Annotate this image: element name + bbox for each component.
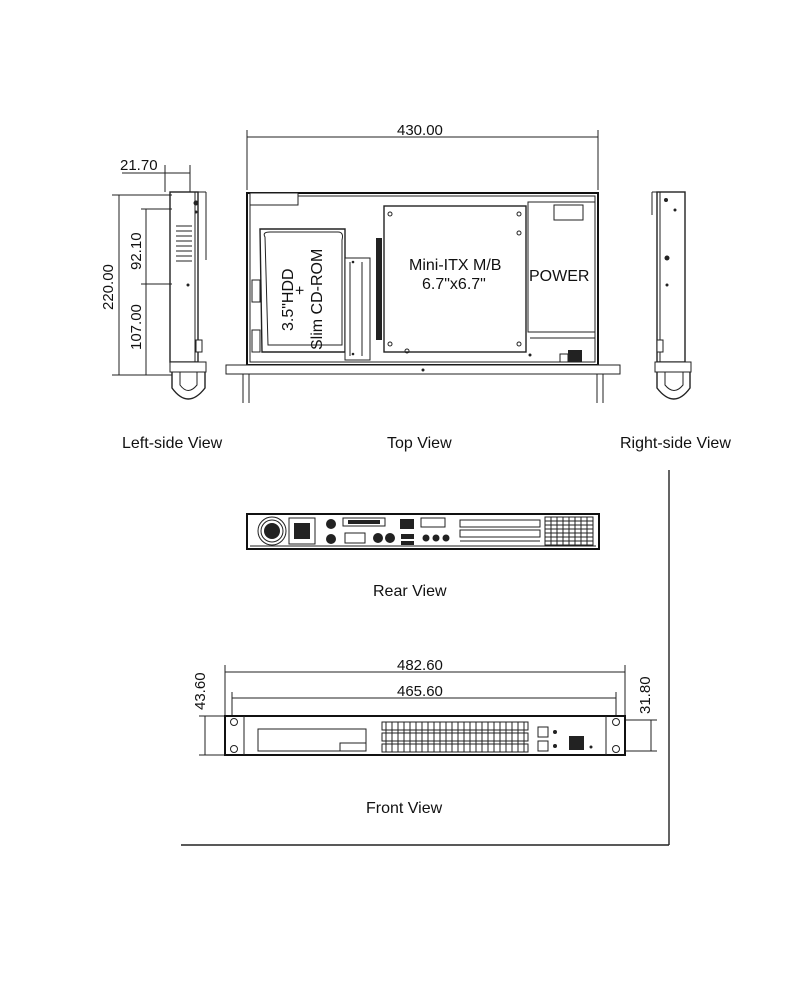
left-side-view: 21.70 220.00 92.10 107.00 bbox=[100, 157, 207, 400]
top-view: 430.00 3.5"HDD + Slim CD-ROM bbox=[225, 122, 621, 403]
power-supply: POWER bbox=[527, 201, 596, 363]
dim-front-height: 43.60 bbox=[192, 672, 209, 710]
right-side-view bbox=[651, 191, 692, 400]
right-handle bbox=[656, 372, 691, 400]
front-button-bottom bbox=[537, 740, 549, 752]
caption-rear-view: Rear View bbox=[373, 583, 447, 600]
power-label: POWER bbox=[529, 268, 589, 285]
front-led-bottom bbox=[553, 744, 557, 748]
mb-label-line2: 6.7"x6.7" bbox=[422, 276, 486, 293]
side-vent-slots bbox=[176, 225, 192, 262]
rear-vent-grid bbox=[544, 516, 594, 546]
dim-side-lower: 107.00 bbox=[128, 304, 145, 350]
caption-right-side-view: Right-side View bbox=[620, 435, 731, 452]
front-drive-bay bbox=[257, 728, 367, 752]
front-view: 482.60 465.60 43.60 31.80 bbox=[192, 657, 657, 756]
front-led-top bbox=[553, 730, 557, 734]
caption-front-view: Front View bbox=[366, 800, 443, 817]
hdd-cdrom-drive: 3.5"HDD + Slim CD-ROM bbox=[251, 228, 371, 361]
dim-side-upper: 92.10 bbox=[128, 232, 145, 270]
left-handle bbox=[171, 372, 206, 400]
dim-overall-depth: 430.00 bbox=[397, 122, 443, 139]
dim-side-height: 220.00 bbox=[100, 264, 117, 310]
dim-front-inner-width: 465.60 bbox=[397, 683, 443, 700]
mb-label-line1: Mini-ITX M/B bbox=[409, 257, 501, 274]
front-button-top bbox=[537, 726, 549, 738]
hdd-label-line1: 3.5"HDD bbox=[280, 268, 297, 331]
front-usb-ports bbox=[569, 736, 584, 750]
rear-view bbox=[246, 513, 600, 550]
front-vent-slots bbox=[381, 721, 529, 753]
hdd-label-line2: + bbox=[292, 286, 309, 295]
caption-left-side-view: Left-side View bbox=[122, 435, 223, 452]
hdd-label-line3: Slim CD-ROM bbox=[309, 249, 326, 350]
motherboard: Mini-ITX M/B 6.7"x6.7" bbox=[376, 205, 527, 354]
dim-side-offset: 21.70 bbox=[120, 157, 158, 174]
dim-front-width: 482.60 bbox=[397, 657, 443, 674]
caption-top-view: Top View bbox=[387, 435, 452, 452]
dim-front-inner-height: 31.80 bbox=[637, 676, 654, 714]
